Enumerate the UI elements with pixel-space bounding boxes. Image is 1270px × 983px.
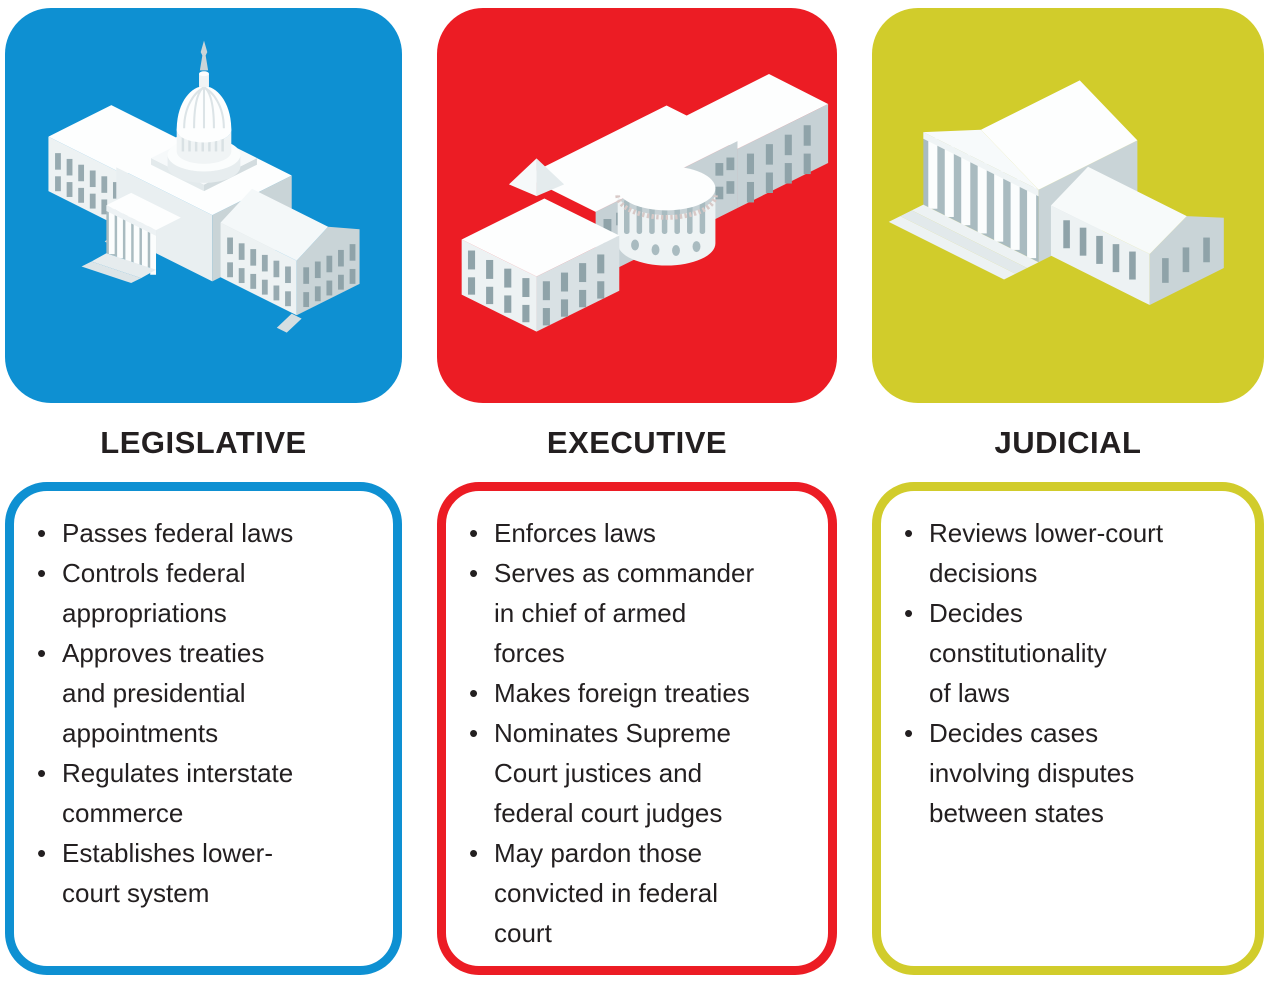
judicial-points-box: • Reviews lower-court decisions • Decides … (872, 482, 1264, 975)
bullet-text: Makes foreign treaties (494, 678, 750, 708)
bullet-icon: • (37, 558, 47, 588)
bullet-text: Enforces laws (494, 518, 656, 548)
bullet-text: May pardon those convicted in federal co… (494, 838, 719, 948)
list-item: • May pardon those convicted in federal c… (467, 833, 816, 953)
bullet-icon: • (904, 598, 914, 628)
list-item: • Controls federal appropriations (35, 553, 381, 633)
executive-points-box: • Enforces laws • Serves as commander in c… (437, 482, 837, 975)
bullet-icon: • (469, 718, 479, 748)
bullet-icon: • (904, 718, 914, 748)
bullet-icon: • (37, 518, 47, 548)
executive-column: EXECUTIVE • Enforces laws • Serves as comm… (437, 8, 837, 975)
legislative-points-list: • Passes federal laws • Controls federal a… (35, 513, 381, 913)
capitol-building-icon (47, 40, 360, 333)
list-item: • Decides constitutionality of laws (902, 593, 1243, 713)
legislative-column: LEGISLATIVE • Passes federal laws • Contro… (5, 8, 402, 975)
legislative-points-box: • Passes federal laws • Controls federal a… (5, 482, 402, 975)
list-item: • Reviews lower-court decisions (902, 513, 1243, 593)
bullet-icon: • (37, 758, 47, 788)
list-item: • Makes foreign treaties (467, 673, 816, 713)
legislative-title: LEGISLATIVE (100, 424, 307, 460)
bullet-text: Approves treaties and presidential appoi… (62, 638, 265, 748)
bullet-icon: • (469, 558, 479, 588)
bullet-text: Decides cases involving disputes between… (929, 718, 1135, 828)
executive-points-list: • Enforces laws • Serves as commander in c… (467, 513, 816, 953)
list-item: • Serves as commander in chief of armed f… (467, 553, 816, 673)
bullet-text: Serves as commander in chief of armed fo… (494, 558, 755, 668)
bullet-icon: • (37, 638, 47, 668)
list-item: • Nominates Supreme Court justices and fe… (467, 713, 816, 833)
bullet-icon: • (37, 838, 47, 868)
executive-title: EXECUTIVE (546, 424, 728, 460)
list-item: • Approves treaties and presidential appo… (35, 633, 381, 753)
bullet-icon: • (469, 838, 479, 868)
list-item: • Establishes lower- court system (35, 833, 381, 913)
judicial-points-list: • Reviews lower-court decisions • Decides … (902, 513, 1243, 833)
executive-card (437, 8, 837, 403)
list-item: • Regulates interstate commerce (35, 753, 381, 833)
bullet-text: Establishes lower- court system (62, 838, 273, 908)
bullet-text: Reviews lower-court decisions (929, 518, 1164, 588)
list-item: • Decides cases involving disputes betwee… (902, 713, 1243, 833)
legislative-card (5, 8, 402, 403)
bullet-icon: • (469, 518, 479, 548)
bullet-text: Controls federal appropriations (62, 558, 246, 628)
bullet-text: Regulates interstate commerce (62, 758, 294, 828)
bullet-text: Decides constitutionality of laws (929, 598, 1107, 708)
judicial-title: JUDICIAL (994, 424, 1142, 460)
list-item: • Enforces laws (467, 513, 816, 553)
list-item: • Passes federal laws (35, 513, 381, 553)
judicial-card (872, 8, 1264, 403)
bullet-text: Nominates Supreme Court justices and fed… (494, 718, 731, 828)
supreme-court-icon (888, 79, 1224, 305)
bullet-icon: • (904, 518, 914, 548)
bullet-icon: • (469, 678, 479, 708)
judicial-column: JUDICIAL • Reviews lower-court decisions … (872, 8, 1264, 975)
bullet-text: Passes federal laws (62, 518, 294, 548)
white-house-icon (461, 73, 829, 332)
